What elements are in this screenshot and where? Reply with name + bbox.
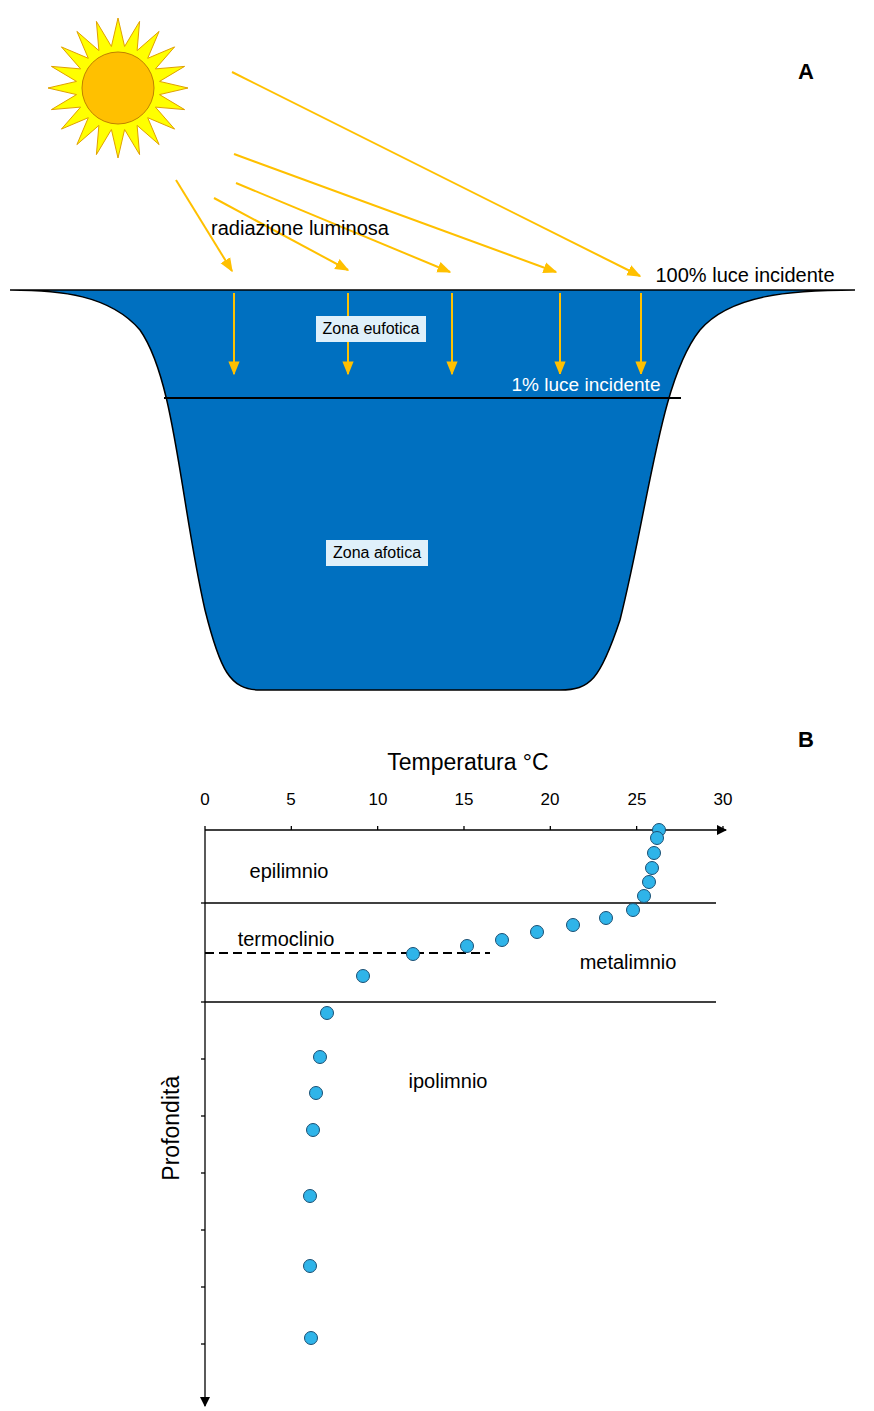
data-point: [321, 1007, 334, 1020]
data-point: [627, 904, 640, 917]
light-rays: [176, 72, 641, 374]
layer-label: ipolimnio: [409, 1070, 488, 1093]
zone-box: Zona eufotica: [316, 316, 427, 341]
layer-label: termoclinio: [238, 928, 335, 951]
tick-label: 30: [714, 790, 733, 810]
temperature-chart: [201, 826, 726, 1406]
lake: [10, 290, 855, 690]
layer-label: epilimnio: [250, 860, 329, 883]
tick-label: 5: [286, 790, 295, 810]
tick-label: 20: [541, 790, 560, 810]
data-point: [600, 912, 613, 925]
panel-letter: A: [798, 59, 814, 84]
data-point: [304, 1260, 317, 1273]
panel-letter: B: [798, 727, 814, 752]
tick-label: 25: [628, 790, 647, 810]
data-point: [531, 926, 544, 939]
data-point: [648, 847, 661, 860]
data-point: [304, 1190, 317, 1203]
data-point: [646, 862, 659, 875]
zone-box: Zona afotica: [326, 540, 428, 565]
zone-label: Zona eufotica: [323, 320, 420, 337]
data-point: [496, 934, 509, 947]
data-point: [310, 1087, 323, 1100]
axis-title: Temperatura °C: [387, 749, 548, 775]
tick-label: 10: [369, 790, 388, 810]
data-point: [407, 948, 420, 961]
data-point: [567, 919, 580, 932]
tick-label: 15: [455, 790, 474, 810]
data-point: [643, 876, 656, 889]
data-point: [305, 1332, 318, 1345]
layer-label: metalimnio: [580, 951, 677, 974]
data-point: [651, 832, 664, 845]
data-point: [638, 890, 651, 903]
light-percent: 1% luce incidente: [509, 374, 664, 396]
data-point: [357, 970, 370, 983]
axis-title: Profondità: [158, 1076, 184, 1181]
tick-label: 0: [200, 790, 209, 810]
data-point: [307, 1124, 320, 1137]
data-point: [314, 1051, 327, 1064]
light-percent: 100% luce incidente: [652, 264, 837, 287]
euphotic-limit: [164, 397, 681, 399]
zone-label: Zona afotica: [333, 544, 421, 561]
data-point: [461, 940, 474, 953]
light-label: radiazione luminosa: [211, 217, 389, 240]
sun: [48, 18, 188, 158]
data-points: [304, 824, 666, 1345]
